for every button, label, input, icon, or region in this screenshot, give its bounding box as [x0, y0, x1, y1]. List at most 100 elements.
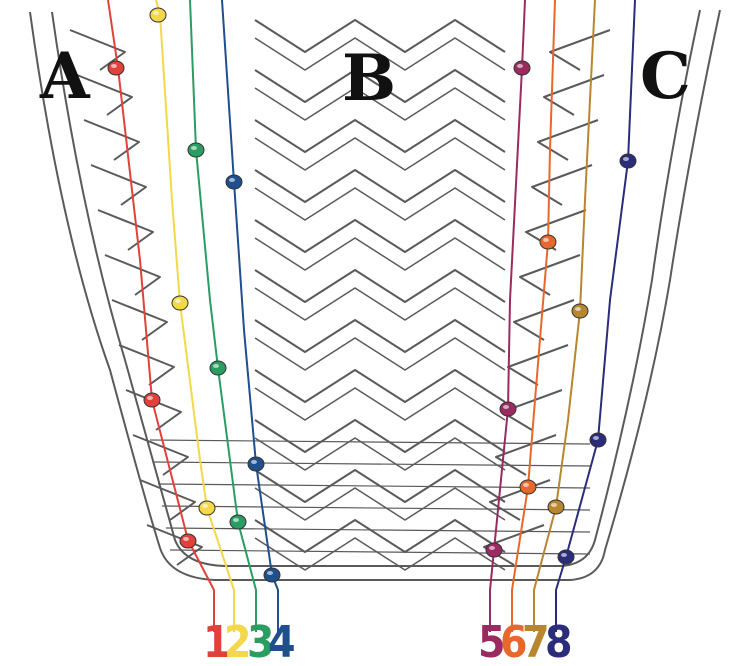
wire-bead: [557, 549, 575, 565]
wire-bead: [499, 401, 517, 417]
bead-highlight: [489, 546, 495, 550]
shoulder-block: [519, 254, 581, 296]
wire-bead: [187, 142, 205, 158]
chevron-row: [254, 269, 506, 303]
bead-highlight: [543, 238, 549, 242]
wire-number-7: 7: [522, 617, 550, 666]
wire-6: [511, 0, 556, 632]
wire-bead: [589, 432, 607, 448]
wire-number-1: 1: [203, 617, 231, 666]
shoulder-block: [483, 524, 545, 566]
shoulder-block: [146, 524, 203, 566]
shoulder-block: [118, 344, 175, 386]
bottom-tread-line: [149, 439, 591, 445]
wire-bead: [143, 392, 161, 408]
shoulder-block: [132, 434, 189, 476]
shoulder-block: [549, 29, 611, 71]
shoulder-block: [76, 74, 133, 116]
bottom-tread-line: [157, 483, 591, 489]
wire-bead: [571, 303, 589, 319]
wire-bead: [619, 153, 637, 169]
chevron-row: [254, 519, 506, 553]
wire-bead: [513, 60, 531, 76]
wire-number-4: 4: [268, 617, 296, 666]
wire-bead: [149, 7, 167, 23]
chevron-row: [254, 369, 506, 403]
shoulder-block: [543, 74, 605, 116]
shoulder-block: [69, 29, 126, 71]
wire-bead: [209, 360, 227, 376]
chevron-row: [254, 37, 506, 71]
bead-highlight: [575, 307, 581, 311]
bead-highlight: [503, 405, 509, 409]
chevron-row: [254, 169, 506, 203]
chevron-row: [254, 19, 506, 53]
tire-outline: [29, 9, 721, 581]
wire-bead: [107, 60, 125, 76]
wire-number-2: 2: [224, 617, 252, 666]
chevron-row: [254, 187, 506, 221]
wire-number-8: 8: [545, 617, 573, 666]
wire-2: [155, 0, 235, 632]
bead-highlight: [183, 537, 189, 541]
chevron-row: [254, 419, 506, 453]
shoulder-block: [97, 209, 154, 251]
bead-highlight: [267, 571, 273, 575]
wire-bead: [519, 479, 537, 495]
chevron-row: [254, 287, 506, 321]
shoulder-block: [531, 164, 593, 206]
chevron-row: [254, 137, 506, 171]
shoulder-block: [83, 119, 140, 161]
wire-number-6: 6: [500, 617, 528, 666]
bead-highlight: [111, 64, 117, 68]
wire-bead: [225, 174, 243, 190]
chevron-row: [254, 387, 506, 421]
shoulder-block: [111, 299, 168, 341]
tread-pattern: [29, 9, 721, 581]
bead-highlight: [153, 11, 159, 15]
region-label-b: B: [342, 41, 396, 116]
chevron-row: [254, 337, 506, 371]
bead-highlight: [213, 364, 219, 368]
wire-beads: [107, 7, 637, 583]
wire-7: [533, 0, 596, 632]
bead-highlight: [523, 483, 529, 487]
bead-highlight: [202, 504, 208, 508]
chevron-row: [254, 119, 506, 153]
shoulder-block: [139, 479, 196, 521]
wire-bead: [263, 567, 281, 583]
wire-bead: [547, 499, 565, 515]
bead-highlight: [175, 299, 181, 303]
wire-number-3: 3: [247, 617, 275, 666]
shoulder-block: [513, 299, 575, 341]
wire-bead: [198, 500, 216, 516]
shoulder-block: [90, 164, 147, 206]
region-label-a: A: [39, 39, 91, 114]
region-label-c: C: [640, 39, 691, 114]
bead-highlight: [623, 157, 629, 161]
bead-highlight: [229, 178, 235, 182]
bead-highlight: [251, 460, 257, 464]
chevron-row: [254, 319, 506, 353]
chevron-row: [254, 219, 506, 253]
wire-bead: [539, 234, 557, 250]
bottom-tread-line: [153, 461, 591, 467]
wire-number-5: 5: [478, 617, 506, 666]
bottom-tread-line: [169, 549, 591, 555]
shoulder-block: [537, 119, 599, 161]
bead-highlight: [147, 396, 153, 400]
bead-highlight: [191, 146, 197, 150]
bead-highlight: [593, 436, 599, 440]
wire-bead: [247, 456, 265, 472]
bead-highlight: [561, 553, 567, 557]
bead-highlight: [551, 503, 557, 507]
chevron-row: [254, 69, 506, 103]
tire-inner-edge: [51, 9, 701, 567]
chevron-row: [254, 537, 506, 571]
chevron-row: [254, 237, 506, 271]
shoulder-block: [495, 434, 557, 476]
chevron-row: [254, 87, 506, 121]
wire-bead: [179, 533, 197, 549]
wire-bead: [229, 514, 247, 530]
